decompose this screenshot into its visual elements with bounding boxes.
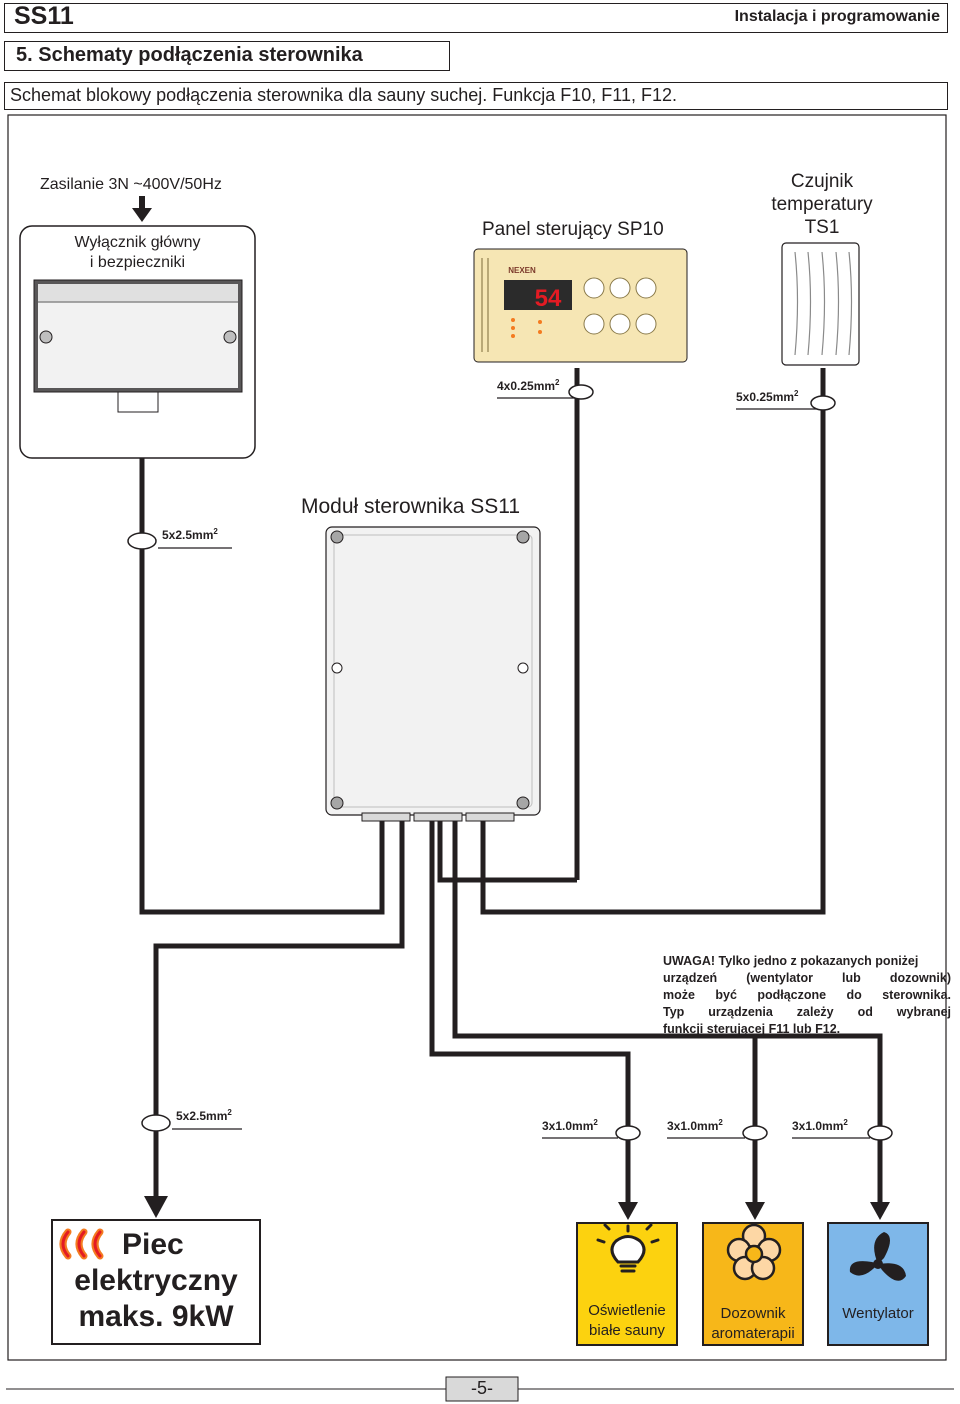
heater-label-line1: Piec (122, 1228, 184, 1261)
page-number-box (445, 1376, 519, 1402)
supply-arrow (132, 196, 152, 222)
cable-label-fan-text: 3x1.0mm (792, 1119, 844, 1133)
light-label-line2: białe sauny (589, 1322, 665, 1339)
module-label: Moduł sterownika SS11 (301, 495, 521, 518)
cable-label-dispenser-text: 3x1.0mm (667, 1119, 719, 1133)
heater-arrow (144, 1196, 168, 1218)
heater-label-line3: maks. 9kW (78, 1300, 234, 1333)
heater-label-line2: elektryczny (74, 1264, 238, 1297)
light-label: Oświetlenie białe sauny (577, 1301, 677, 1341)
wire-heater (153, 818, 405, 1198)
dispenser-label: Dozownik aromaterapii (703, 1304, 803, 1344)
heater-flames-icon (59, 1228, 104, 1260)
warning-note-line4: Typ urządzenia zależy od wybranej (663, 1005, 951, 1019)
chapter-title-box (4, 41, 450, 71)
diagram-frame (7, 114, 947, 1361)
supply-label: Zasilanie 3N ~400V/50Hz (40, 176, 222, 193)
gland-dispenser (742, 1125, 768, 1141)
gland-supply (127, 532, 157, 550)
panel-label: Panel sterujący SP10 (482, 219, 664, 240)
dispenser-label-line1: Dozownik (720, 1305, 786, 1322)
cable-glands (127, 384, 893, 1141)
cable-label-sensor: 5x0.25mm2 (736, 389, 799, 404)
section-title: Instalacja i programowanie (734, 8, 940, 25)
wire-fan (455, 1033, 883, 1205)
dispenser-label-line2: aromaterapii (711, 1325, 795, 1342)
cable-label-supply-sup: 2 (213, 527, 218, 536)
product-title-box (4, 3, 948, 33)
device-arrows (144, 1196, 890, 1220)
diagram-caption: Schemat blokowy podłączenia sterownika d… (10, 85, 678, 105)
cable-label-sensor-text: 5x0.25mm (736, 390, 795, 404)
wire-panel-to-module (437, 818, 577, 883)
gland-light (615, 1125, 641, 1141)
control-panel-sp10: 54 NEXEN (473, 248, 688, 363)
wire-sensor (480, 368, 826, 915)
cable-label-heater: 5x2.5mm2 (176, 1108, 232, 1123)
fan-arrow (870, 1202, 890, 1220)
diagram-caption-box (4, 82, 948, 110)
main-switch-label: Wyłącznik główny i bezpieczniki (20, 233, 255, 273)
panel-brand: NEXEN (508, 266, 536, 275)
light-label-line1: Oświetlenie (588, 1302, 666, 1319)
cable-label-light-text: 3x1.0mm (542, 1119, 594, 1133)
page-number: -5- (471, 1378, 493, 1398)
warning-note-line2: urządzeń (wentylator lub dozownik) (663, 971, 951, 985)
main-switch-label-line1: Wyłącznik główny (74, 234, 201, 251)
heater-box (51, 1219, 261, 1345)
gland-fan (867, 1125, 893, 1141)
wires (139, 368, 883, 1205)
sensor-label-line3: TS1 (804, 217, 840, 238)
cable-label-panel-text: 4x0.25mm (497, 379, 556, 393)
flower-icon (726, 1223, 782, 1281)
fan-icon (849, 1232, 906, 1281)
wire-light (429, 818, 631, 1205)
cable-label-supply: 5x2.5mm2 (162, 527, 218, 542)
light-box (576, 1222, 678, 1346)
main-switch-label-line2: i bezpieczniki (89, 254, 186, 271)
cable-label-panel: 4x0.25mm2 (497, 378, 560, 393)
panel-display: 54 (535, 285, 562, 312)
product-title: SS11 (14, 2, 74, 30)
fan-label: Wentylator (842, 1305, 914, 1322)
warning-note-line1: UWAGA! Tylko jedno z pokazanych poniżej (663, 954, 919, 968)
cable-label-heater-text: 5x2.5mm (176, 1109, 228, 1123)
chapter-title: 5. Schematy podłączenia sterownika (16, 44, 363, 66)
wire-supply (139, 455, 385, 915)
light-bulb-icon (596, 1223, 660, 1273)
cable-label-light-sup: 2 (593, 1118, 598, 1127)
gland-panel (568, 384, 594, 400)
cable-label-fan: 3x1.0mm2 (792, 1118, 848, 1133)
cable-label-fan-sup: 2 (843, 1118, 848, 1127)
panel-buttons (583, 277, 657, 335)
cable-leaders (158, 397, 870, 1139)
warning-note-line5: funkcji sterującej F11 lub F12. (663, 1022, 841, 1036)
cable-label-panel-sup: 2 (555, 378, 560, 387)
warning-note: UWAGA! Tylko jedno z pokazanych poniżej … (663, 953, 951, 1038)
gland-heater (141, 1114, 171, 1132)
main-switch-enclosure (19, 225, 256, 459)
cable-label-dispenser-sup: 2 (718, 1118, 723, 1127)
sensor-label-line2: temperatury (771, 194, 873, 215)
gland-sensor (810, 395, 836, 411)
controller-module-ss11 (325, 526, 541, 822)
cable-label-sensor-sup: 2 (794, 389, 799, 398)
cable-label-dispenser: 3x1.0mm2 (667, 1118, 723, 1133)
dispenser-arrow (745, 1202, 765, 1220)
temperature-sensor (781, 242, 860, 366)
cable-label-light: 3x1.0mm2 (542, 1118, 598, 1133)
light-arrow (618, 1202, 638, 1220)
cable-label-supply-text: 5x2.5mm (162, 528, 214, 542)
cable-label-heater-sup: 2 (227, 1108, 232, 1117)
sensor-label: Czujnik temperatury TS1 (752, 170, 892, 239)
warning-note-line3: może być podłączone do sterownika. (663, 988, 951, 1002)
sensor-label-line1: Czujnik (790, 171, 854, 192)
